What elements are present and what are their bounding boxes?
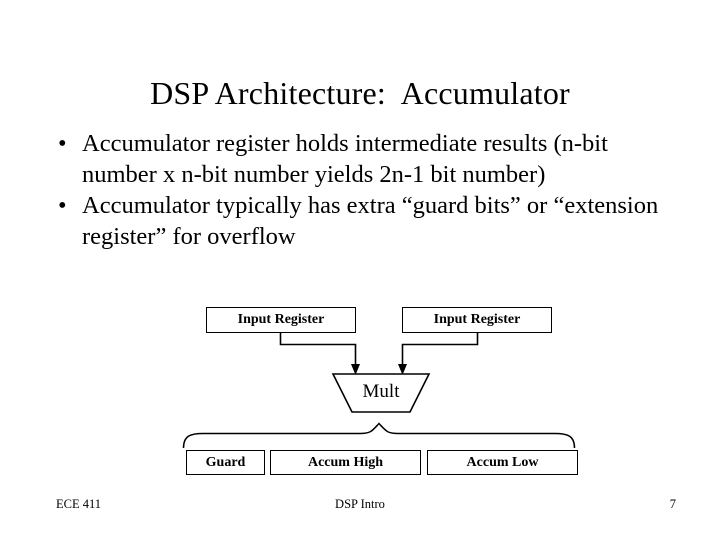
guard-label: Guard — [205, 454, 246, 470]
list-item: • Accumulator typically has extra “guard… — [36, 190, 684, 252]
accumulator-brace — [182, 422, 576, 449]
guard-box: Guard — [186, 450, 265, 475]
accum-low-box: Accum Low — [427, 450, 578, 475]
bullet-list: • Accumulator register holds intermediat… — [36, 128, 684, 252]
list-item: • Accumulator register holds intermediat… — [36, 128, 684, 190]
bullet-text-2: Accumulator typically has extra “guard b… — [82, 192, 659, 250]
bullet-icon: • — [58, 192, 67, 219]
accum-low-label: Accum Low — [466, 454, 539, 470]
mult-label: Mult — [362, 381, 400, 402]
input-register-left-label: Input Register — [237, 312, 325, 327]
input-register-right-label: Input Register — [433, 312, 521, 327]
connector-left-input-to-mult — [279, 333, 357, 366]
bullet-text-1: Accumulator register holds intermediate … — [82, 130, 608, 188]
arrowhead-left-into-mult — [351, 364, 360, 375]
mult-label-wrap: Mult — [333, 377, 429, 407]
footer-course: ECE 411 — [56, 497, 102, 511]
accum-high-label: Accum High — [307, 454, 384, 470]
input-register-left-box: Input Register — [206, 307, 356, 333]
input-register-right-box: Input Register — [402, 307, 552, 333]
mult-trapezoid-shape — [331, 373, 431, 413]
footer-topic: DSP Intro — [335, 497, 385, 511]
footer-page-number: 7 — [669, 497, 676, 511]
arrowhead-right-into-mult — [398, 364, 407, 375]
page-title: DSP Architecture: Accumulator — [150, 75, 570, 111]
accum-high-box: Accum High — [270, 450, 421, 475]
connector-right-input-to-mult — [401, 333, 479, 366]
slide-footer: ECE 411 DSP Intro 7 — [36, 495, 684, 513]
bullet-icon: • — [58, 130, 67, 157]
